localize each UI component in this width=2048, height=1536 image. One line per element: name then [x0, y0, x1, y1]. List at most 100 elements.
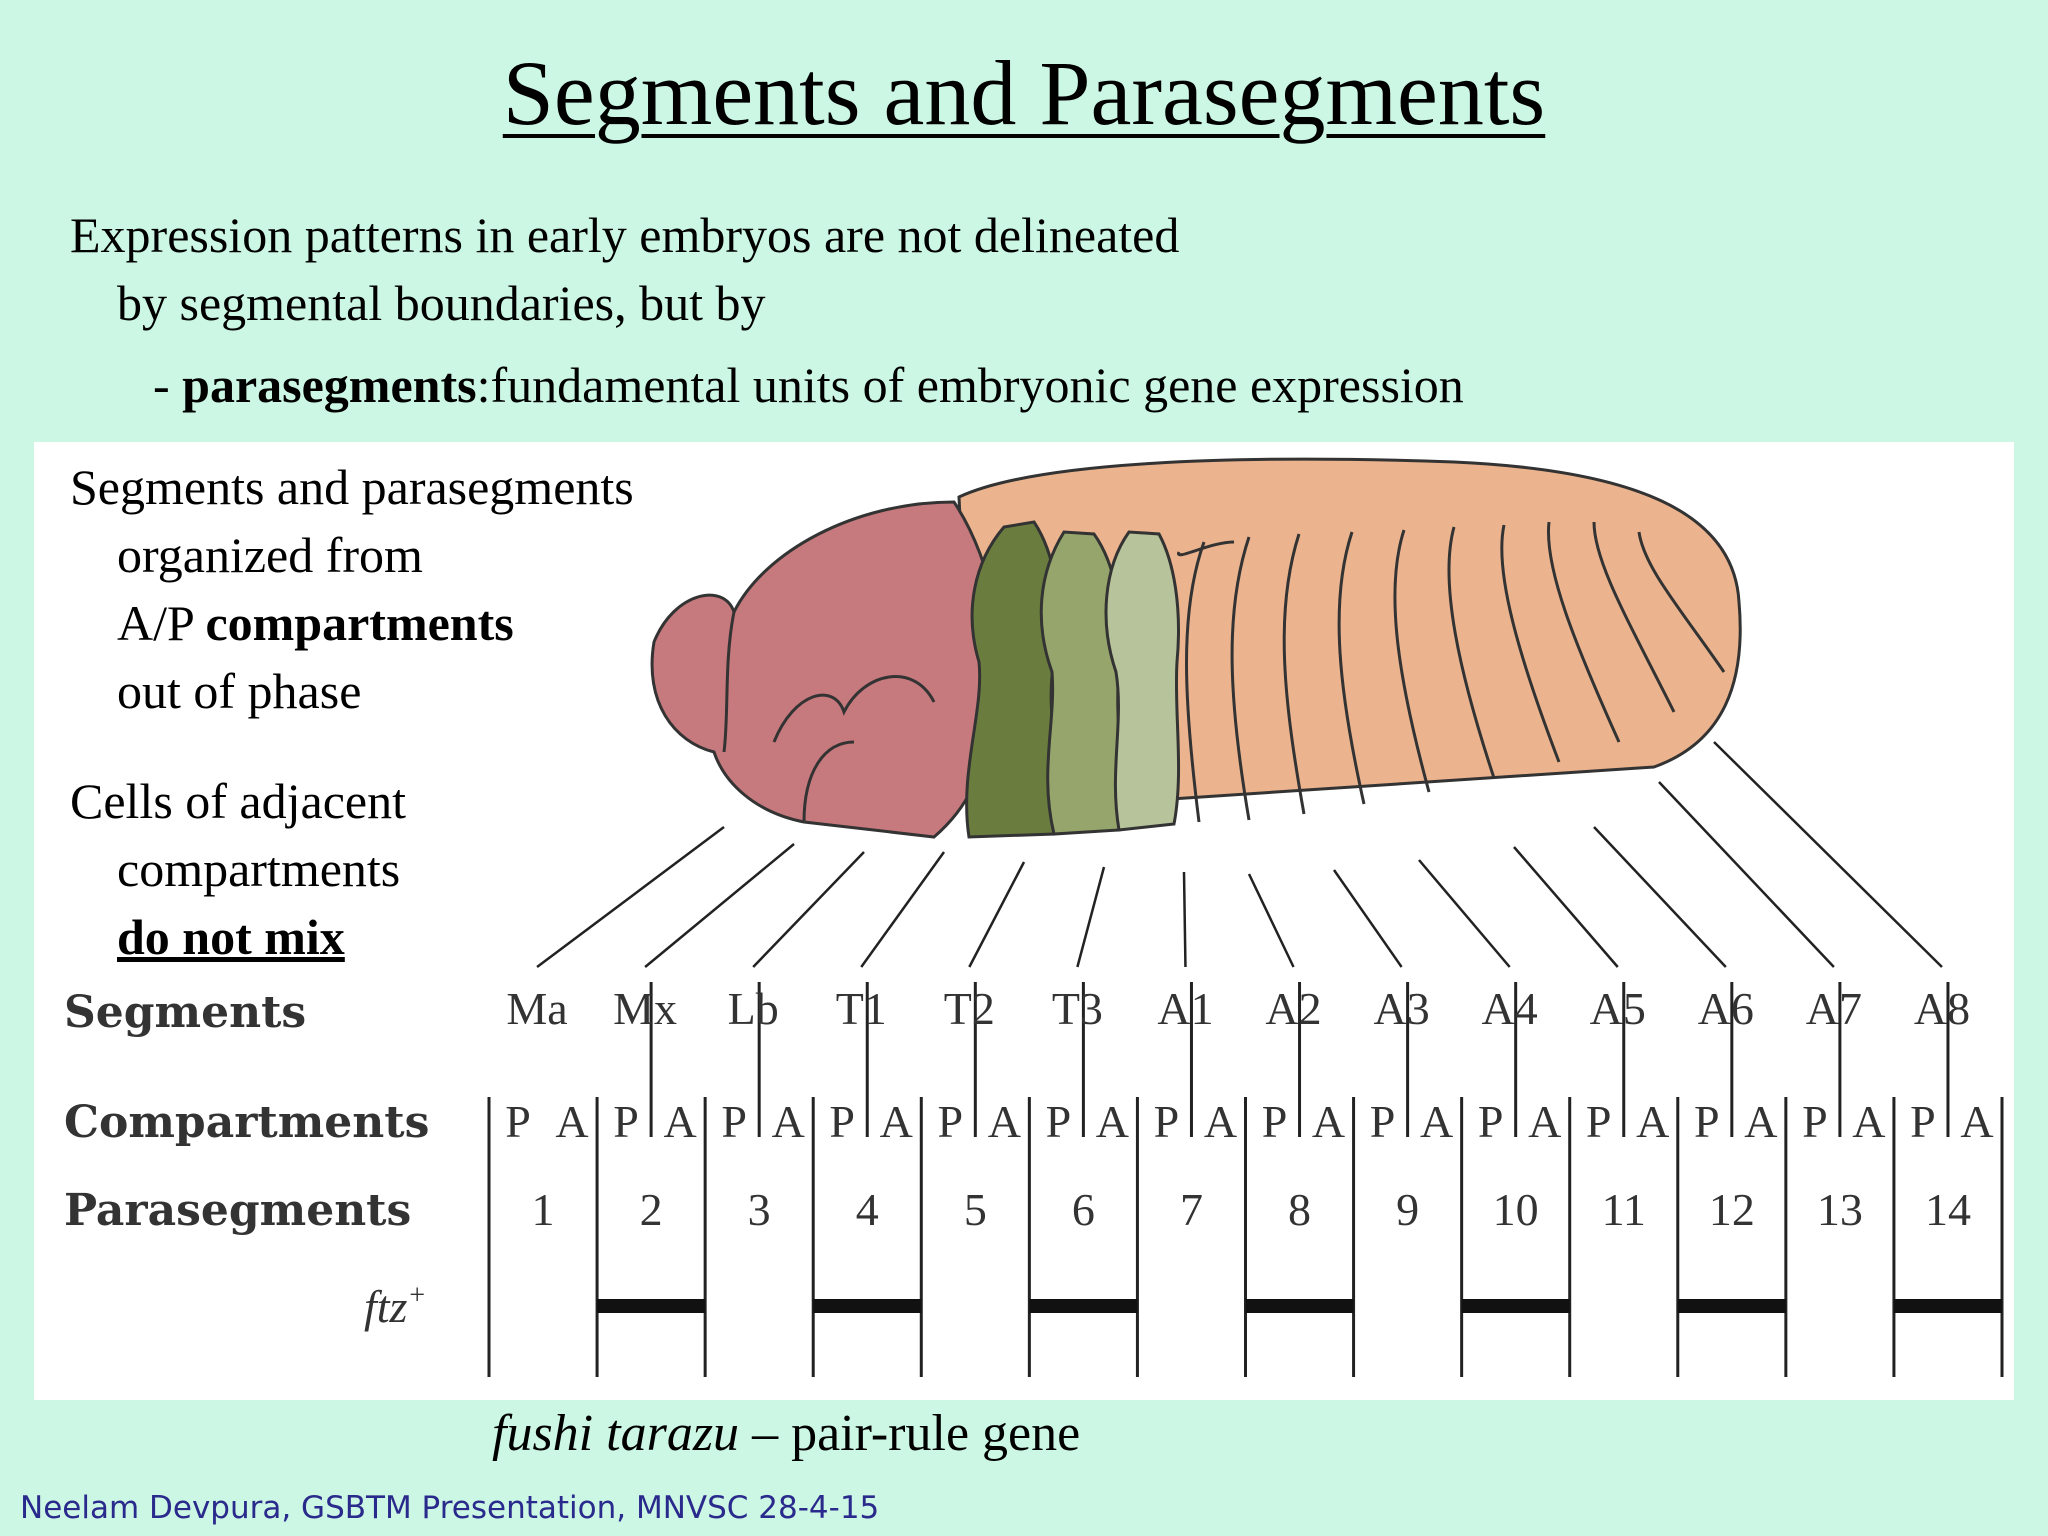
intro-line-2: by segmental boundaries, but by [117, 275, 766, 331]
side-text-1-line-2: organized from [117, 527, 423, 583]
parasegment-number: 14 [1925, 1184, 1971, 1235]
compartment-label: P [938, 1096, 964, 1147]
segment-label: Lb [728, 983, 779, 1034]
segment-connector-line [1593, 826, 1727, 968]
parasegment-number: 12 [1709, 1184, 1755, 1235]
segments-row-label: Segments [64, 987, 306, 1038]
compartment-label: A [988, 1096, 1021, 1147]
segment-connector-line [968, 861, 1026, 968]
parasegment-number: 2 [640, 1184, 663, 1235]
parasegment-number: 7 [1180, 1184, 1203, 1235]
parasegment-number: 3 [748, 1184, 771, 1235]
parasegment-number: 6 [1072, 1184, 1095, 1235]
parasegments-term: parasegments [182, 357, 477, 413]
embryo-diagram: Segments Compartments Parasegments ftz+ … [64, 457, 2004, 1377]
compartment-label: A [1852, 1096, 1885, 1147]
embryo-figure: Segments Compartments Parasegments ftz+ … [34, 442, 2014, 1400]
compartment-label: P [721, 1096, 747, 1147]
segment-connector-line [860, 851, 946, 968]
compartment-label: A [1420, 1096, 1453, 1147]
compartment-label: P [1802, 1096, 1828, 1147]
compartment-label: P [1478, 1096, 1504, 1147]
ftz-expression-bar [597, 1299, 706, 1313]
compartment-label: A [1636, 1096, 1669, 1147]
footer-credit: Neelam Devpura, GSBTM Presentation, MNVS… [20, 1490, 880, 1526]
segment-connector-line [536, 825, 725, 969]
segment-label: A6 [1698, 983, 1754, 1034]
intro-line-1: Expression patterns in early embryos are… [70, 207, 1180, 263]
ap-prefix: A/P [117, 595, 206, 651]
parasegment-number: 4 [856, 1184, 879, 1235]
mandibular-segment [965, 520, 1060, 839]
compartment-label: P [1910, 1096, 1936, 1147]
compartment-label: A [1096, 1096, 1129, 1147]
ftz-expression-bar [1893, 1299, 2002, 1313]
compartment-label: P [1262, 1096, 1288, 1147]
compartment-label: A [772, 1096, 805, 1147]
embryo-illustration [650, 457, 1742, 839]
caption: fushi tarazu – pair-rule gene [492, 1404, 1080, 1463]
parasegment-number: 8 [1288, 1184, 1311, 1235]
segment-label: A8 [1914, 983, 1970, 1034]
segment-label: A1 [1157, 983, 1213, 1034]
ftz-expression-bar [1029, 1299, 1138, 1313]
segment-connector-line [1247, 873, 1295, 968]
segment-connector-line [644, 843, 795, 968]
compartment-label: A [1960, 1096, 1993, 1147]
side-text-2-line-1: Cells of adjacent [70, 773, 406, 829]
intro-dash: - [153, 357, 183, 413]
compartment-label: P [1046, 1096, 1072, 1147]
compartment-label: P [505, 1096, 531, 1147]
segment-connector-line [752, 851, 865, 968]
compartment-label: P [1154, 1096, 1180, 1147]
compartment-label: A [664, 1096, 697, 1147]
segment-label: A4 [1482, 983, 1538, 1034]
caption-description: – pair-rule gene [739, 1405, 1081, 1462]
side-text-1-line-1: Segments and parasegments [70, 459, 634, 515]
compartment-label: A [1528, 1096, 1561, 1147]
slide-title: Segments and Parasegments [502, 42, 1546, 144]
side-text-2-line-2: compartments [117, 841, 401, 897]
parasegment-number: 9 [1396, 1184, 1419, 1235]
compartment-label: P [829, 1096, 855, 1147]
compartments-term: compartments [205, 595, 514, 651]
side-text-2-line-3: do not mix [117, 909, 345, 965]
parasegments-row-label: Parasegments [64, 1185, 411, 1236]
ftz-expression-bar [1677, 1299, 1786, 1313]
segment-connector-line [1076, 866, 1106, 968]
segment-connector-line [1332, 869, 1403, 968]
compartment-label: P [1370, 1096, 1396, 1147]
segment-label: T2 [944, 983, 995, 1034]
segment-label: T3 [1052, 983, 1103, 1034]
segment-connector-line [1713, 741, 1943, 968]
intro-line-3: - parasegments:fundamental units of embr… [153, 360, 1464, 410]
segment-connector-line [1658, 781, 1835, 968]
parasegment-number: 10 [1493, 1184, 1539, 1235]
segment-label: A2 [1265, 983, 1321, 1034]
segment-label: A3 [1373, 983, 1429, 1034]
segment-connectors [536, 741, 1943, 969]
parasegment-number: 13 [1817, 1184, 1863, 1235]
compartment-label: P [1586, 1096, 1612, 1147]
compartments-row-label: Compartments [64, 1097, 429, 1148]
parasegment-number: 5 [964, 1184, 987, 1235]
intro-definition: :fundamental units of embryonic gene exp… [476, 357, 1464, 413]
parasegment-number: 1 [532, 1184, 555, 1235]
side-text-1-line-3: A/P compartments [117, 598, 514, 648]
side-text-1-line-4: out of phase [117, 663, 362, 719]
ftz-expression-bar [1461, 1299, 1570, 1313]
ftz-row-label: ftz+ [364, 1280, 426, 1332]
compartment-label: P [1694, 1096, 1720, 1147]
compartment-label: A [1312, 1096, 1345, 1147]
segment-label: A7 [1806, 983, 1862, 1034]
compartment-label: A [555, 1096, 588, 1147]
ftz-expression-bar [1245, 1299, 1354, 1313]
head-region [650, 500, 1002, 839]
parasegment-number: 11 [1602, 1184, 1646, 1235]
segment-connector-line [1182, 871, 1187, 968]
compartment-label: A [880, 1096, 913, 1147]
compartment-label: A [1744, 1096, 1777, 1147]
segment-connector-line [1513, 846, 1619, 968]
ftz-expression-bar [813, 1299, 922, 1313]
